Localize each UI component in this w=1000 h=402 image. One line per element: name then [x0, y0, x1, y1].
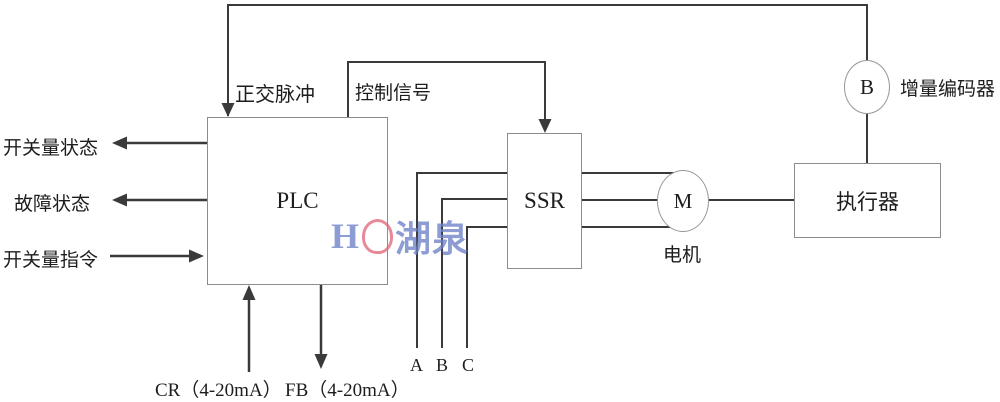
phase-b-line: [441, 198, 507, 348]
label-cr-input: CR（4-20mA）: [155, 380, 282, 401]
actuator-label: 执行器: [836, 189, 899, 214]
arrow-switch-command: [189, 249, 204, 263]
encoder-feedback-line: [227, 4, 868, 116]
watermark-name: 湖泉: [395, 219, 470, 259]
phase-c-line: [466, 226, 507, 348]
control-signal-line: [347, 61, 546, 121]
ssr-label: SSR: [524, 188, 565, 213]
plc-label: PLC: [276, 188, 319, 213]
label-motor: 电机: [663, 245, 702, 266]
motor-circle: M: [657, 170, 709, 232]
watermark-letter: H: [331, 216, 361, 256]
arrow-into-ssr-top: [538, 119, 552, 133]
motor-symbol: M: [673, 188, 693, 213]
label-quadrature-pulse: 正交脉冲: [235, 84, 315, 106]
actuator-block: 执行器: [794, 163, 941, 238]
phase-a-line: [416, 172, 507, 348]
watermark-logo: H 湖泉: [331, 210, 469, 262]
arrow-fault-status: [112, 193, 127, 207]
label-encoder: 增量编码器: [900, 79, 996, 100]
label-fb-output: FB（4-20mA）: [285, 380, 410, 401]
label-control-signal: 控制信号: [355, 83, 432, 104]
plc-block: PLC: [207, 117, 388, 285]
arrow-into-plc-top: [221, 103, 235, 117]
arrow-cr-up: [242, 285, 256, 300]
watermark-heart-icon: [362, 218, 394, 254]
ssr-block: SSR: [507, 133, 582, 269]
label-switch-status: 开关量状态: [3, 138, 99, 159]
arrow-switch-status: [112, 136, 127, 150]
arrow-fb-down: [314, 354, 328, 369]
label-phase-c: C: [462, 355, 475, 375]
label-switch-command: 开关量指令: [3, 250, 99, 271]
label-fault-status: 故障状态: [14, 194, 91, 215]
label-phase-a: A: [410, 355, 423, 375]
encoder-circle: B: [844, 60, 890, 114]
label-phase-b: B: [436, 355, 449, 375]
encoder-symbol: B: [859, 74, 874, 99]
